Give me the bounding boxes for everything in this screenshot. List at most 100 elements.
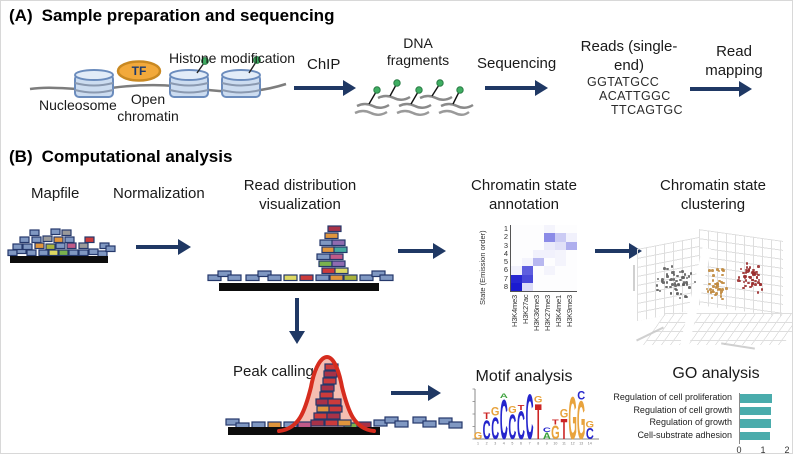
scatter-point (748, 275, 751, 279)
peak-outline (277, 354, 376, 433)
scatter-point (743, 274, 746, 278)
histone-mark-icon (393, 79, 401, 87)
peak-calling-label: Peak calling (233, 363, 314, 380)
scatter-point (688, 286, 691, 289)
scatter-point (658, 289, 662, 293)
scatter-point (709, 291, 713, 294)
heatmap-cell (522, 225, 533, 233)
heatmap-cell (533, 266, 544, 274)
heatmap-cell (511, 225, 522, 233)
go-bar (740, 394, 773, 403)
heatmap-cell (555, 258, 566, 267)
mapfile-reads (7, 228, 116, 258)
panel-b-title: (B) Computational analysis (9, 147, 232, 167)
heatmap-cell (511, 242, 522, 250)
scatter-point (711, 269, 715, 272)
read-sequence: TTCAGTGC (611, 103, 683, 117)
tf-label: TF (132, 64, 147, 78)
scatter-point (742, 271, 745, 275)
scatter-point (748, 285, 752, 289)
scatter-point (717, 269, 721, 273)
heatmap-col-label: H3K36me3 (532, 295, 541, 331)
panel-b-title-text: Computational analysis (41, 147, 233, 166)
heatmap-cell (566, 225, 577, 233)
open-chromatin-label: Open chromatin (117, 91, 179, 124)
panel-b-tag: (B) (9, 147, 33, 166)
heatmap-cell (522, 266, 533, 275)
scatter-point (746, 270, 749, 273)
heatmap-cell (522, 258, 533, 267)
dna-fragments-illustration (354, 79, 474, 116)
sequencing-label: Sequencing (477, 55, 557, 72)
scatter-point (665, 267, 669, 271)
heatmap-cell (511, 282, 522, 291)
scatter-point (747, 281, 751, 285)
scatter-point (720, 281, 724, 284)
scatter-point (751, 270, 755, 274)
scatter-point (685, 281, 688, 284)
genome-track-bar (228, 427, 380, 435)
scatter-point (710, 296, 714, 300)
heatmap-cell (555, 283, 566, 291)
heatmap-col-label: H3K27ac (521, 295, 530, 325)
heatmap-cell (566, 283, 577, 291)
svg-text:C: C (508, 407, 516, 447)
scatter-point (705, 287, 709, 291)
histone-mark-icon (415, 86, 423, 94)
heatmap-col-label: H3K27me3 (543, 295, 552, 331)
scatter-point (718, 287, 721, 291)
scatter-point (682, 276, 685, 279)
go-axis-line (739, 393, 741, 444)
scatter-point (669, 285, 673, 289)
normalization-label: Normalization (113, 185, 205, 202)
scatter-point (689, 271, 693, 275)
scatter-point (721, 288, 724, 291)
svg-text:10: 10 (553, 442, 557, 446)
svg-text:G: G (568, 386, 577, 453)
mapfile-illustration (7, 228, 116, 263)
svg-text:C: C (586, 425, 594, 442)
svg-text:T: T (483, 412, 491, 422)
heatmap-y-axis-label: State (Emission order) (478, 230, 487, 306)
axis-label-illegible (633, 265, 635, 291)
scatter-grid-floor (643, 313, 792, 345)
scatter-point (747, 268, 751, 272)
histone-mark-icon (201, 57, 209, 65)
scatter-point (714, 293, 717, 297)
scatter-point (685, 283, 689, 287)
svg-text:C: C (517, 405, 525, 449)
histone-mark-icon (253, 56, 261, 64)
scatter-point (712, 285, 715, 288)
svg-text:12: 12 (571, 442, 575, 446)
scatter-point (737, 279, 740, 282)
heatmap-cell (511, 258, 522, 266)
go-category-label: Regulation of growth (649, 417, 732, 427)
heatmap-cell (555, 266, 566, 274)
svg-text:T: T (535, 393, 542, 450)
heatmap-cell (533, 242, 544, 250)
svg-text:G: G (508, 404, 517, 416)
heatmap-cell (522, 242, 533, 250)
read-pileup (207, 225, 394, 282)
scatter-point (743, 276, 747, 280)
read-sequence: GGTATGCC (587, 75, 660, 89)
scatter-point (672, 278, 676, 281)
scatter-point (738, 279, 742, 283)
heatmap-cell (544, 275, 555, 283)
svg-text:8: 8 (537, 442, 539, 446)
scatter-point (676, 274, 679, 278)
scatter-point (665, 285, 668, 289)
scatter-point (753, 273, 757, 276)
panel-a-title: (A) Sample preparation and sequencing (9, 6, 334, 26)
svg-text:A: A (500, 392, 509, 399)
scatter-point (665, 281, 669, 284)
heatmap-row-label: 3 (503, 240, 508, 250)
scatter-point (672, 273, 676, 276)
svg-text:1: 1 (477, 442, 479, 446)
scatter-point (714, 286, 718, 289)
scatter-point (660, 280, 664, 283)
svg-text:C: C (500, 388, 508, 452)
scatter-point (687, 274, 691, 278)
